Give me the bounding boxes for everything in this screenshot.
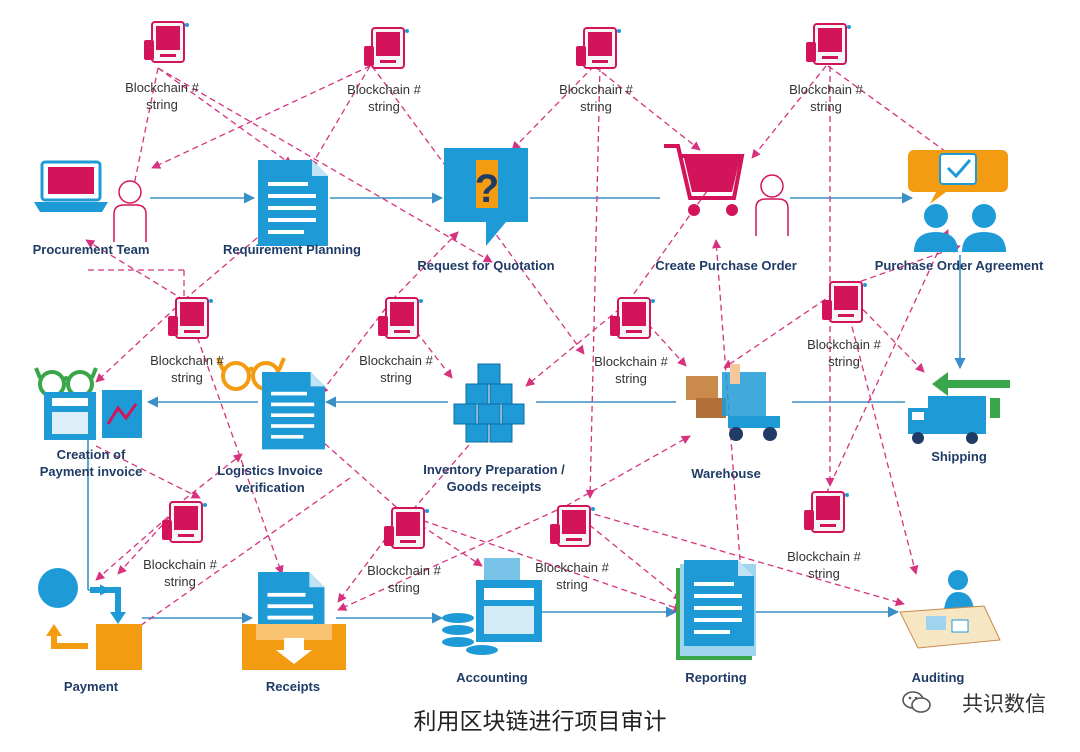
laptop-icon — [34, 160, 108, 212]
wechat-icon — [902, 691, 931, 713]
blockchain-label-line1: Blockchain # — [594, 354, 668, 369]
blockchain-label-line1: Blockchain # — [367, 563, 441, 578]
diagram-caption: 利用区块链进行项目审计 — [413, 709, 667, 735]
blockchain-node-icon — [161, 501, 208, 543]
node-label-shipping: Shipping — [931, 449, 987, 464]
node-label-inventory-preparation: Inventory Preparation / Goods receipts — [423, 461, 565, 495]
label-line: Goods receipts — [446, 479, 542, 494]
blockchain-label: Blockchain # string — [789, 81, 863, 115]
blockchain-label-line2: string — [380, 370, 412, 385]
blockchain-node-icon — [549, 505, 596, 547]
blockchain-label: Blockchain # string — [807, 336, 881, 370]
blockchain-label: Blockchain # string — [143, 556, 217, 590]
process-flow-lines — [87, 192, 966, 624]
blockchain-label-line2: string — [171, 370, 203, 385]
label-line: Inventory Preparation / — [423, 462, 565, 477]
blockchain-label: Blockchain # string — [367, 562, 441, 596]
blockchain-node-icon — [805, 23, 852, 65]
blockchain-label-line2: string — [615, 371, 647, 386]
shopping-cart-icon — [664, 144, 745, 216]
node-label-purchase-order-agreement: Purchase Order Agreement — [874, 258, 1044, 273]
blockchain-label: Blockchain # string — [125, 79, 199, 113]
blockchain-label: Blockchain # string — [594, 353, 668, 387]
node-label-logistics-invoice-verification: Logistics Invoice verification — [217, 462, 322, 496]
blockchain-label: Blockchain # string — [787, 548, 861, 582]
calculator-icon — [44, 392, 96, 440]
blockchain-node-icon — [167, 297, 214, 339]
node-label-warehouse: Warehouse — [691, 466, 761, 481]
label-line: verification — [235, 480, 305, 495]
blockchain-node-icon — [363, 27, 410, 69]
node-label-reporting: Reporting — [685, 670, 747, 685]
accounting-calculator-icon — [442, 558, 542, 655]
trend-chart-icon — [102, 390, 142, 438]
blockchain-node-icon — [609, 297, 656, 339]
watermark: 共识数信 — [962, 692, 1046, 716]
node-label-accounting: Accounting — [456, 670, 528, 685]
agreement-people-icon — [908, 150, 1008, 252]
blockchain-label-line1: Blockchain # — [807, 337, 881, 352]
blockchain-label-line1: Blockchain # — [535, 560, 609, 575]
blockchain-node-icon — [383, 507, 430, 549]
blockchain-label-line1: Blockchain # — [150, 353, 224, 368]
blockchain-label-line1: Blockchain # — [143, 557, 217, 572]
svg-text:?: ? — [475, 167, 499, 211]
blockchain-node-icon — [821, 281, 868, 323]
label-line: Logistics Invoice — [217, 463, 323, 478]
blockchain-label-line2: string — [828, 354, 860, 369]
blockchain-label-line1: Blockchain # — [789, 82, 863, 97]
label-line: Creation of — [56, 447, 126, 462]
forklift-icon — [686, 364, 780, 441]
node-label-request-for-quotation: Request for Quotation — [417, 258, 555, 273]
blockchain-label-line2: string — [146, 97, 178, 112]
blockchain-label: Blockchain # string — [359, 352, 433, 386]
report-stack-icon — [676, 560, 756, 660]
blockchain-label: Blockchain # string — [559, 81, 633, 115]
label-line: Payment invoice — [39, 464, 143, 479]
blockchain-label: Blockchain # string — [150, 352, 224, 386]
person-icon — [113, 180, 147, 243]
receipts-tray-icon — [242, 572, 346, 670]
blockchain-label-line2: string — [810, 99, 842, 114]
node-label-create-purchase-order: Create Purchase Order — [655, 258, 797, 273]
blockchain-label-line1: Blockchain # — [347, 82, 421, 97]
blockchain-label-line1: Blockchain # — [359, 353, 433, 368]
blockchain-label-line2: string — [368, 99, 400, 114]
node-label-creation-of-payment-invoice: Creation of Payment invoice — [40, 446, 143, 480]
blockchain-label-line2: string — [808, 566, 840, 581]
blockchain-node-icon — [143, 21, 190, 63]
node-label-payment: Payment — [63, 679, 119, 694]
document-icon — [258, 160, 328, 246]
auditor-desk-icon — [899, 570, 1001, 649]
blockchain-node-icon — [575, 27, 622, 69]
node-label-auditing: Auditing — [911, 670, 965, 685]
glasses-icon — [34, 367, 98, 398]
payment-icon — [38, 568, 142, 670]
blockchain-label-line2: string — [580, 99, 612, 114]
node-label-receipts: Receipts — [265, 679, 321, 694]
blockchain-label-line2: string — [556, 577, 588, 592]
truck-icon — [908, 372, 1010, 444]
blockchain-label-line2: string — [388, 580, 420, 595]
document-icon — [262, 372, 325, 450]
node-label-procurement-team: Procurement Team — [32, 242, 150, 257]
blockchain-label: Blockchain # string — [347, 81, 421, 115]
node-label-requirement-planning: Requirement Planning — [223, 242, 361, 257]
blockchain-label-line1: Blockchain # — [125, 80, 199, 95]
blockchain-label-line2: string — [164, 574, 196, 589]
blockchain-node-icon — [377, 297, 424, 339]
blockchain-label: Blockchain # string — [535, 559, 609, 593]
blockchain-node-icon — [803, 491, 850, 533]
person-icon — [755, 174, 789, 237]
blockchain-label-line1: Blockchain # — [559, 82, 633, 97]
question-bubble-icon: ? — [444, 148, 528, 246]
blockchain-label-line1: Blockchain # — [787, 549, 861, 564]
boxes-icon — [453, 363, 525, 443]
